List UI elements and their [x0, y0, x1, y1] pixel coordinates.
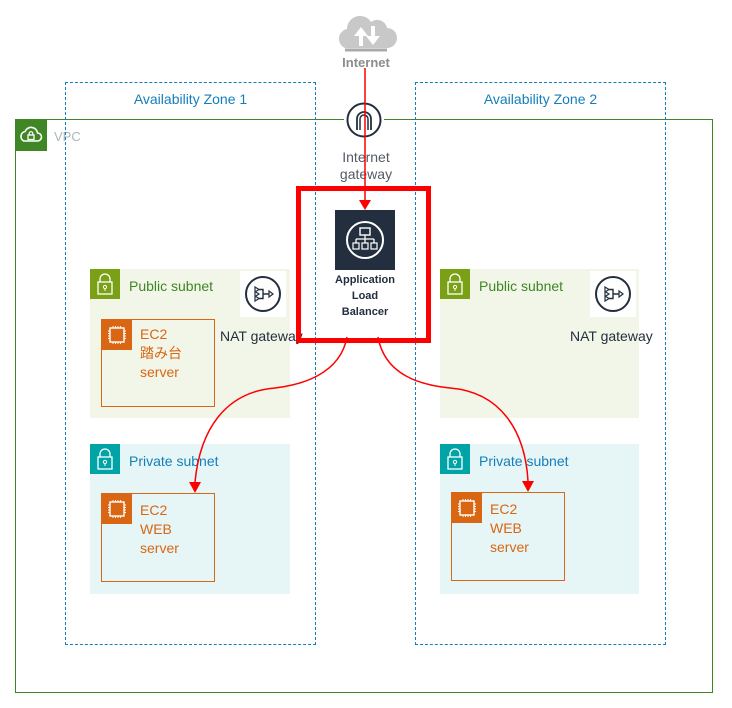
internet-gateway-label-line2: gateway [339, 166, 393, 182]
ec2-bastion-line1: EC2 [140, 326, 168, 342]
lock-icon [97, 273, 113, 295]
load-balancer-icon [346, 221, 384, 259]
ec2-web-az1-line3: server [140, 540, 179, 556]
availability-zone-2-label: Availability Zone 2 [483, 91, 598, 107]
ec2-web-az2-line3: server [490, 539, 529, 555]
ec2-web-az2-line1: EC2 [490, 501, 518, 517]
ec2-bastion-line3: server [140, 364, 179, 380]
internet-label: Internet [342, 55, 390, 70]
alb-label-line2: Load [351, 290, 379, 302]
internet-gateway [344, 100, 384, 140]
ec2-web-az1-line1: EC2 [140, 502, 168, 518]
nat-gateway-icon [595, 276, 631, 312]
ec2-bastion-line2: 踏み台 [140, 345, 182, 361]
internet-gateway-label: Internet gateway [322, 149, 410, 183]
alb-label-line1: Application [335, 274, 395, 286]
ec2-web-az2-label: EC2 WEB server [490, 500, 529, 557]
chip-icon [458, 499, 476, 517]
nat-gateway-az2 [590, 271, 636, 317]
alb-highlight-box [296, 186, 431, 343]
private-subnet-az2-label: Private subnet [479, 453, 569, 469]
alb-label-line3: Balancer [341, 306, 389, 318]
ec2-bastion-badge [102, 320, 132, 350]
internet [333, 8, 399, 54]
ec2-web-az1-line2: WEB [140, 521, 172, 537]
public-subnet-az2-label: Public subnet [479, 278, 564, 294]
private-subnet-az2-badge [440, 444, 470, 474]
chip-icon [108, 500, 126, 518]
lock-icon [447, 273, 463, 295]
vpc-label: VPC [54, 129, 81, 144]
ec2-web-server-az1 [101, 493, 215, 582]
private-subnet-az1-label: Private subnet [129, 453, 219, 469]
ec2-web-az1-badge [102, 494, 132, 524]
ec2-bastion-label: EC2 踏み台 server [140, 325, 182, 382]
lock-icon [447, 448, 463, 470]
nat-gateway-az2-label: NAT gateway [570, 328, 653, 344]
ec2-web-az1-label: EC2 WEB server [140, 501, 179, 558]
private-subnet-az1-badge [90, 444, 120, 474]
application-load-balancer [335, 210, 395, 270]
alb-label: Application Load Balancer [320, 272, 410, 320]
ec2-web-az2-line2: WEB [490, 520, 522, 536]
internet-gateway-icon [346, 102, 382, 138]
public-subnet-az2-badge [440, 269, 470, 299]
ec2-web-server-az2 [451, 492, 565, 581]
ec2-web-az2-badge [452, 493, 482, 523]
cloud-updown-icon [338, 15, 397, 52]
lock-icon [97, 448, 113, 470]
nat-gateway-az1-label: NAT gateway [220, 328, 303, 344]
nat-gateway-az1 [240, 271, 286, 317]
availability-zone-1-label: Availability Zone 1 [133, 91, 248, 107]
chip-icon [108, 326, 126, 344]
public-subnet-az1-badge [90, 269, 120, 299]
cloud-lock-icon [20, 126, 43, 142]
internet-gateway-label-line1: Internet [342, 149, 390, 165]
nat-gateway-icon [245, 276, 281, 312]
public-subnet-az1-label: Public subnet [129, 278, 214, 294]
vpc-badge [15, 119, 47, 151]
